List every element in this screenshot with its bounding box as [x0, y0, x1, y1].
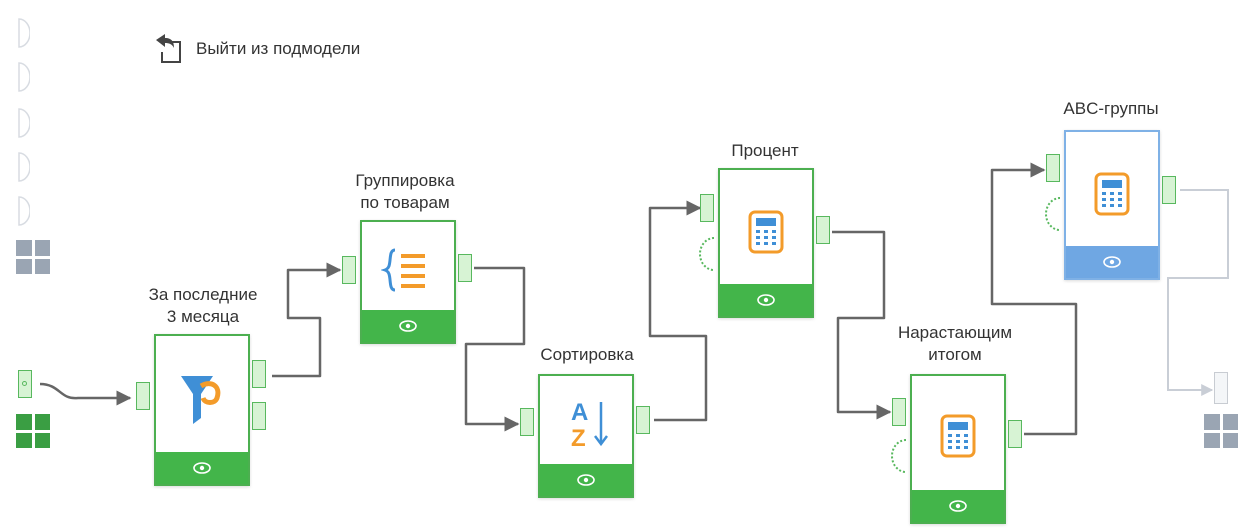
node-cumulative-footer	[912, 490, 1004, 522]
node-percent-title: Процент	[690, 140, 840, 162]
node-sort-footer	[540, 464, 632, 496]
node-abc-output-port[interactable]	[1162, 176, 1176, 204]
half-port-icon	[18, 62, 30, 92]
node-abc[interactable]	[1064, 130, 1160, 280]
eye-icon[interactable]	[398, 319, 418, 333]
node-cumulative-title-line1: Нарастающим	[897, 323, 1013, 342]
node-group-footer	[362, 310, 454, 342]
wire-group-sort	[464, 266, 526, 432]
node-group-title-line1: Группировка	[355, 171, 455, 190]
node-filter-title-line1: За последние	[148, 285, 258, 304]
half-port-icon	[18, 152, 30, 182]
node-filter-footer	[156, 452, 248, 484]
node-percent[interactable]	[718, 168, 814, 318]
node-abc-footer	[1066, 246, 1158, 278]
node-filter[interactable]	[154, 334, 250, 486]
node-percent-input-port[interactable]	[700, 194, 714, 222]
wire-cumulative-abc	[990, 162, 1078, 436]
half-port-icon	[1045, 197, 1061, 231]
node-sort-input-port[interactable]	[520, 408, 534, 436]
sort-az-icon: A Z	[571, 399, 608, 452]
sort-letter-a: A	[571, 399, 588, 426]
eye-icon[interactable]	[576, 473, 596, 487]
node-group-output-port[interactable]	[458, 254, 472, 282]
node-filter-input-port[interactable]	[136, 382, 150, 410]
node-sort-output-port[interactable]	[636, 406, 650, 434]
half-port-icon	[18, 18, 30, 48]
output-grid-icon[interactable]	[1204, 414, 1238, 448]
eye-icon[interactable]	[948, 499, 968, 513]
eye-icon[interactable]	[192, 461, 212, 475]
node-sort-title: Сортировка	[512, 344, 662, 366]
wire-input-filter	[39, 382, 132, 406]
calculator-icon	[940, 414, 976, 458]
node-group[interactable]	[360, 220, 456, 344]
input-grid-icon[interactable]	[16, 414, 50, 448]
node-percent-title-line1: Процент	[731, 141, 799, 160]
node-filter-title-line2: 3 месяца	[166, 307, 240, 326]
node-group-title: Группировка по товарам	[330, 170, 480, 214]
eye-icon[interactable]	[756, 293, 776, 307]
half-port-icon	[18, 108, 30, 138]
node-percent-output-port[interactable]	[816, 216, 830, 244]
list-braces-icon	[381, 248, 425, 292]
port-dot-icon	[22, 381, 27, 386]
wire-percent-cumulative	[832, 230, 892, 420]
half-port-icon	[891, 439, 907, 473]
node-abc-title-line1: ABC-группы	[1063, 99, 1159, 118]
node-abc-title: ABC-группы	[1036, 98, 1186, 120]
node-group-input-port[interactable]	[342, 256, 356, 284]
node-filter-title: За последние 3 месяца	[128, 284, 278, 328]
half-port-icon	[18, 196, 30, 226]
node-cumulative-title: Нарастающим итогом	[880, 322, 1030, 366]
eye-icon[interactable]	[1102, 255, 1122, 269]
model-output-port[interactable]	[1214, 372, 1228, 404]
sort-letter-z: Z	[571, 425, 586, 452]
exit-arrow-icon	[156, 34, 181, 63]
wire-sort-percent	[648, 200, 708, 422]
node-cumulative-title-line2: итогом	[928, 345, 982, 364]
node-abc-input-port[interactable]	[1046, 154, 1060, 182]
half-port-icon	[699, 237, 715, 271]
node-percent-footer	[720, 284, 812, 316]
node-cumulative[interactable]	[910, 374, 1006, 524]
exit-submodel-button[interactable]: Выйти из подмодели	[152, 32, 360, 66]
node-sort[interactable]: A Z	[538, 374, 634, 498]
node-filter-output-port-1[interactable]	[252, 360, 266, 388]
calculator-icon	[1094, 172, 1130, 216]
wire-filter-group	[272, 262, 342, 378]
node-cumulative-output-port[interactable]	[1008, 420, 1022, 448]
node-cumulative-input-port[interactable]	[892, 398, 906, 426]
node-sort-title-line1: Сортировка	[540, 345, 634, 364]
funnel-icon	[181, 376, 221, 424]
calculator-icon	[748, 210, 784, 254]
node-group-title-line2: по товарам	[360, 193, 450, 212]
input-block-grid-icon[interactable]	[16, 240, 50, 274]
model-input-port[interactable]	[18, 370, 32, 398]
wire-abc-output	[1167, 189, 1229, 396]
node-filter-output-port-2[interactable]	[252, 402, 266, 430]
exit-submodel-label: Выйти из подмодели	[196, 39, 361, 58]
